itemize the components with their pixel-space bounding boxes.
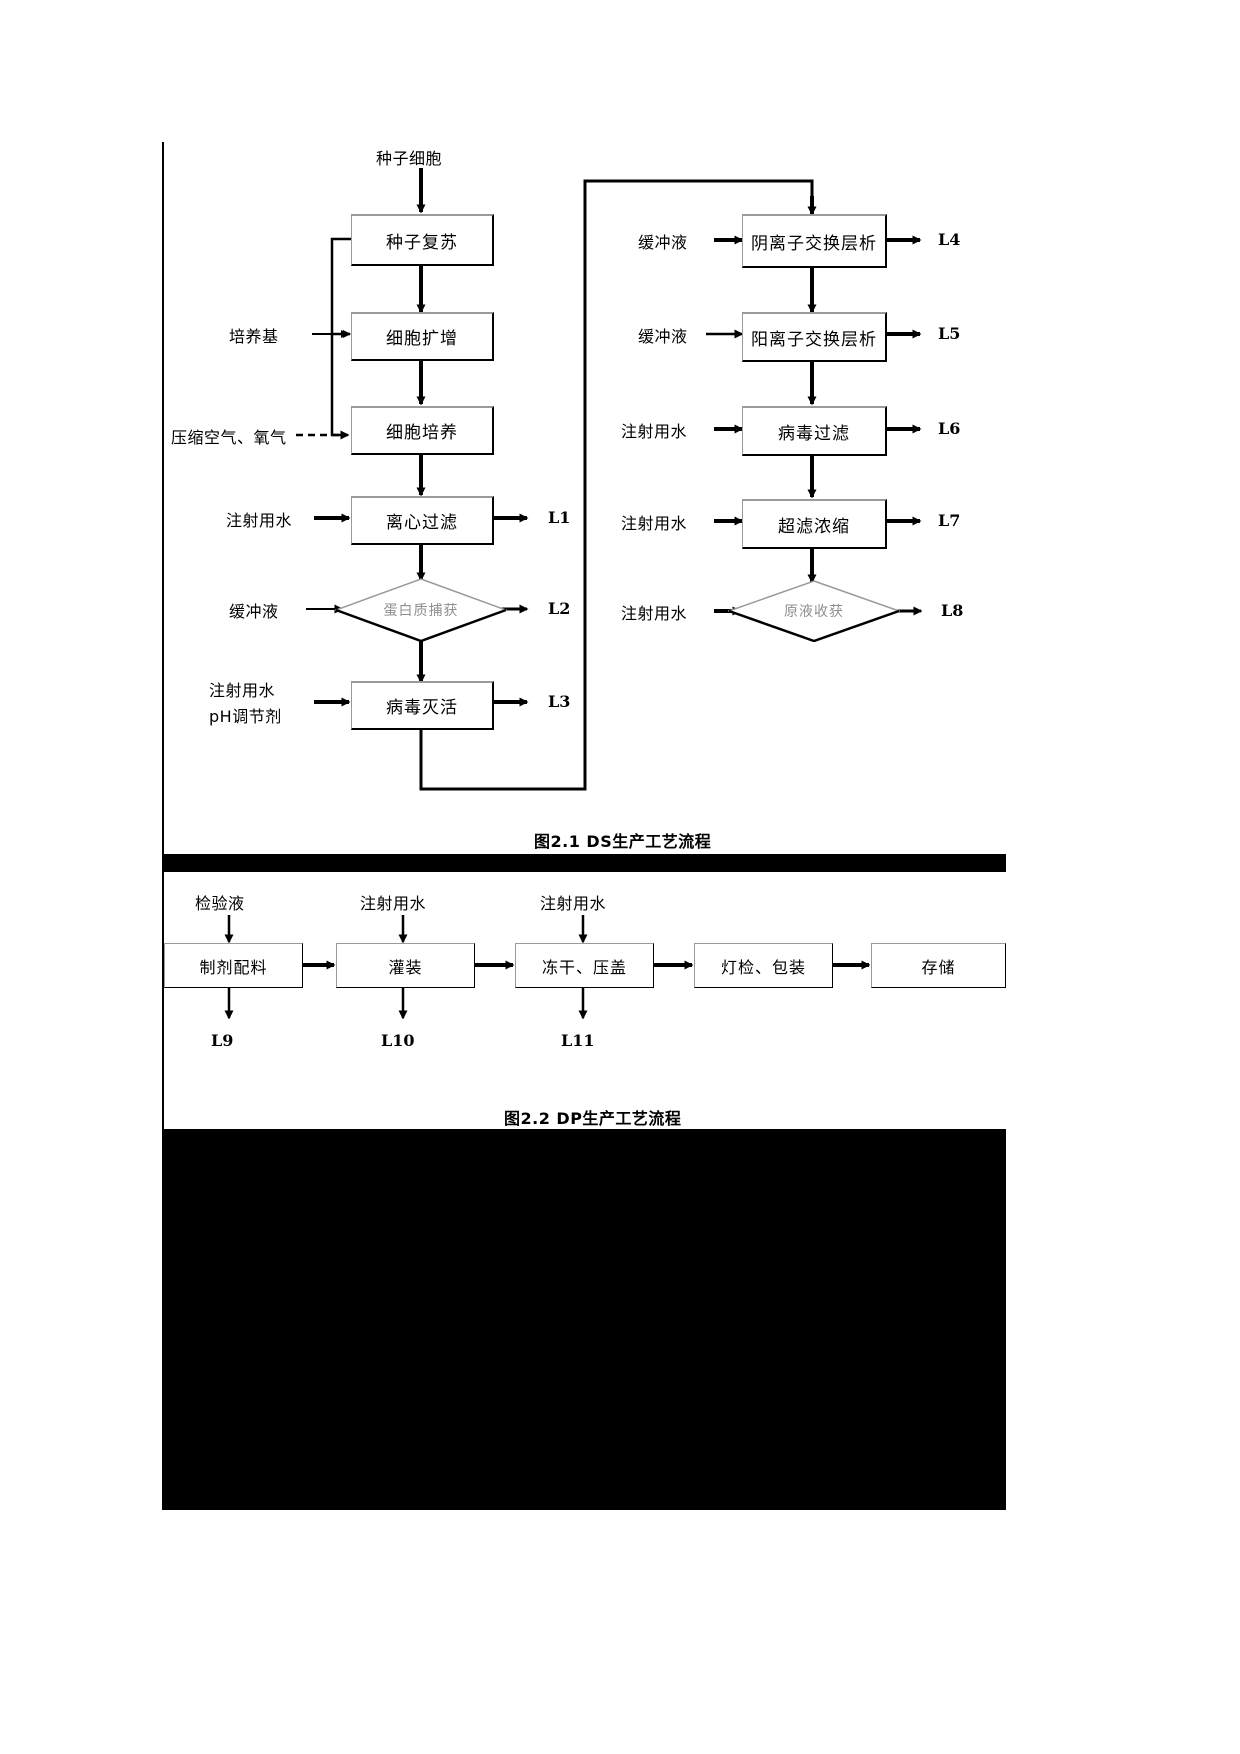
figure-caption-dp: 图2.2 DP生产工艺流程 (504, 1109, 682, 1128)
input-label-water-for-injection-2: 注射用水 (209, 681, 276, 700)
output-label-l8: L8 (941, 601, 964, 620)
process-box-label: 阳离子交换层析 (751, 329, 877, 350)
input-label-water-for-injection-5: 注射用水 (621, 604, 688, 623)
process-box-ultrafiltration-concentration[interactable]: 超滤浓缩 (742, 499, 887, 549)
process-box-label: 超滤浓缩 (778, 516, 850, 537)
process-box-lyophilization-capping[interactable]: 冻干、压盖 (515, 943, 654, 988)
process-box-label: 存储 (921, 957, 956, 977)
process-box-centrifugal-filtration[interactable]: 离心过滤 (351, 496, 494, 545)
process-box-storage[interactable]: 存储 (871, 943, 1006, 988)
process-box-cation-exchange-chromatography[interactable]: 阳离子交换层析 (742, 312, 887, 362)
section-divider-bar (163, 854, 1006, 872)
process-box-label: 种子复苏 (386, 232, 458, 253)
process-box-label: 冻干、压盖 (541, 957, 627, 977)
process-box-formulation[interactable]: 制剂配料 (164, 943, 303, 988)
process-box-label: 细胞培养 (386, 423, 458, 443)
process-box-label: 病毒过滤 (778, 423, 850, 444)
figure-caption-ds: 图2.1 DS生产工艺流程 (534, 832, 712, 851)
process-box-virus-filtration[interactable]: 病毒过滤 (742, 406, 887, 456)
process-box-seed-recovery[interactable]: 种子复苏 (351, 214, 494, 266)
process-box-inspection-packaging[interactable]: 灯检、包装 (694, 943, 833, 988)
input-label-buffer-3: 缓冲液 (638, 327, 688, 346)
process-box-label: 制剂配料 (199, 957, 268, 977)
input-label-buffer-2: 缓冲液 (638, 233, 688, 252)
input-label-ph-adjuster: pH调节剂 (209, 707, 282, 726)
input-label-wfi-fill: 注射用水 (360, 894, 427, 913)
input-label-culture-medium: 培养基 (229, 327, 279, 346)
output-label-l5: L5 (938, 324, 961, 343)
output-label-l7: L7 (938, 511, 961, 530)
process-box-label: 灯检、包装 (720, 957, 806, 977)
output-label-l11: L11 (561, 1031, 595, 1050)
process-box-label: 病毒灭活 (386, 698, 458, 718)
input-label-water-for-injection-4: 注射用水 (621, 514, 688, 533)
input-label-wfi-lyo: 注射用水 (540, 894, 607, 913)
output-label-l4: L4 (938, 230, 961, 249)
output-label-l1: L1 (548, 508, 571, 527)
process-box-label: 离心过滤 (386, 513, 458, 533)
output-label-l6: L6 (938, 419, 961, 438)
process-box-label: 阴离子交换层析 (751, 233, 877, 254)
input-label-buffer-1: 缓冲液 (229, 602, 279, 621)
process-box-anion-exchange-chromatography[interactable]: 阴离子交换层析 (742, 214, 887, 268)
process-box-cell-expansion[interactable]: 细胞扩增 (351, 312, 494, 361)
seed-cell-input-label: 种子细胞 (376, 149, 443, 168)
input-label-test-solution: 检验液 (195, 894, 245, 913)
input-label-compressed-air-oxygen: 压缩空气、氧气 (171, 428, 287, 447)
process-box-filling[interactable]: 灌装 (336, 943, 475, 988)
input-label-water-for-injection-1: 注射用水 (226, 511, 293, 530)
decision-diamond-label: 蛋白质捕获 (383, 603, 459, 619)
process-box-virus-inactivation[interactable]: 病毒灭活 (351, 681, 494, 730)
output-label-l3: L3 (548, 692, 571, 711)
process-box-label: 细胞扩增 (386, 329, 458, 349)
input-label-water-for-injection-3: 注射用水 (621, 422, 688, 441)
decision-diamond-protein-capture[interactable] (335, 578, 507, 642)
decision-diamond-label: 原液收获 (784, 604, 844, 620)
decision-diamond-bulk-harvest[interactable] (728, 580, 900, 642)
output-label-l10: L10 (381, 1031, 415, 1050)
process-box-cell-culture[interactable]: 细胞培养 (351, 406, 494, 455)
output-label-l9: L9 (211, 1031, 234, 1050)
output-label-l2: L2 (548, 599, 571, 618)
process-box-label: 灌装 (388, 957, 423, 977)
redacted-block (163, 1129, 1006, 1510)
